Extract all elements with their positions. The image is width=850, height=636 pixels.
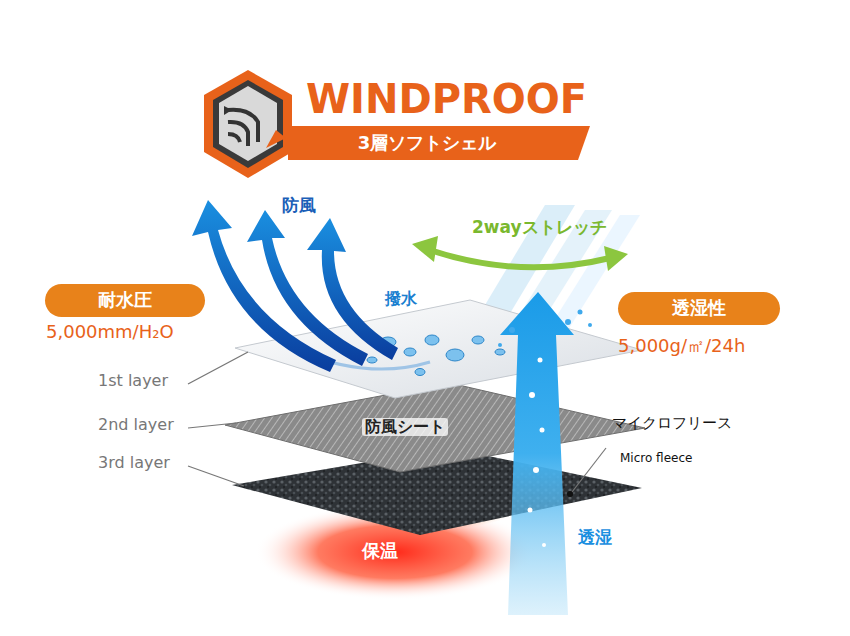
layer-label: 2nd layer: [98, 416, 174, 434]
spec-pill: 透湿性: [618, 292, 780, 325]
node-text: 耐水圧: [98, 290, 152, 311]
spec-value: 5,000mm/H₂O: [46, 322, 174, 343]
layer-label: 1st layer: [98, 372, 168, 390]
feature-label: 撥水: [385, 290, 417, 308]
node-text: 3層ソフトシェル: [358, 133, 497, 154]
feature-label: 防風: [282, 196, 316, 216]
node-text: 透湿性: [672, 298, 726, 319]
spec-value: 5,000g/㎡/24h: [618, 336, 745, 357]
layer-name: 防風シート: [362, 418, 448, 436]
layer-label: 3rd layer: [98, 454, 170, 472]
feature-label: 2wayストレッチ: [472, 218, 607, 238]
feature-label: 保温: [362, 541, 398, 562]
spec-pill: 耐水圧: [45, 284, 205, 317]
material-label: Micro fleece: [620, 452, 692, 466]
subtitle-band: 3層ソフトシェル: [292, 126, 562, 160]
feature-label: 透湿: [578, 528, 612, 548]
material-label: マイクロフリース: [612, 415, 732, 432]
title: WINDPROOF: [306, 76, 587, 122]
